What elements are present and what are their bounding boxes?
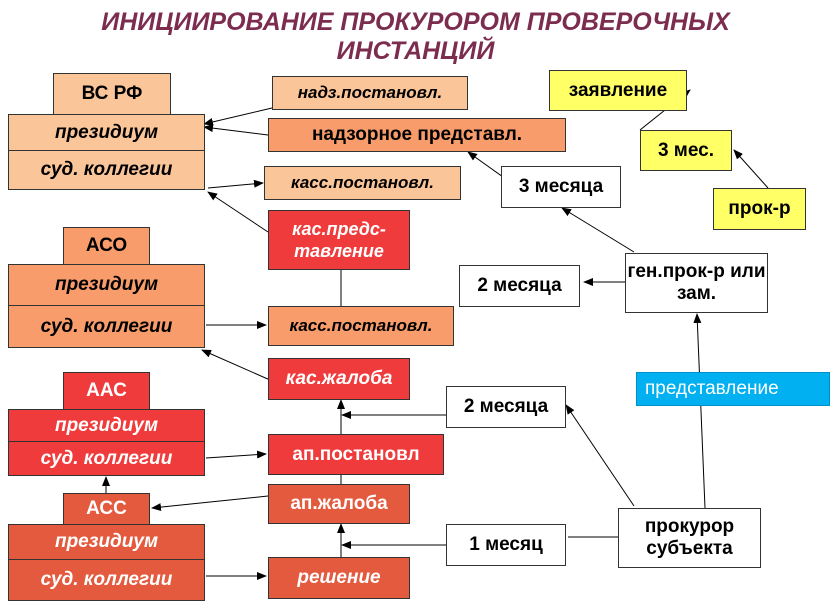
court-aas: ААС (63, 372, 150, 410)
court-vs-rf: ВС РФ (53, 73, 171, 115)
box-predstavlenie: представление (636, 372, 830, 406)
arrow-apzh-to-ass (151, 495, 269, 512)
act-kass-zhaloba: кас.жалоба (268, 358, 410, 400)
deadline-2-months-a: 2 месяца (459, 265, 580, 307)
deadline-3-months: 3 месяца (501, 166, 621, 208)
arrow-aas-to-ap (205, 450, 267, 459)
deadline-2-months-b: 2 месяца (446, 386, 566, 428)
deadline-1-month: 1 месяц (446, 524, 566, 566)
page-title-line1: ИНИЦИИРОВАНИЕ ПРОКУРОРОМ ПРОВЕРОЧНЫХ (101, 8, 730, 36)
act-nadz-postanovl: надз.постановл. (272, 76, 468, 110)
box-zayavlenie: заявление (549, 70, 687, 111)
act-ap-zhaloba: ап.жалоба (268, 484, 410, 524)
act-ap-postanovl: ап.постановл (268, 434, 444, 475)
aso-presidium: президиум (8, 264, 205, 306)
page-title-line2: ИНСТАНЦИЙ (336, 37, 495, 65)
act-reshenie: решение (268, 557, 410, 599)
act-kass-predstavlenie: кас.предс-тавление (268, 210, 410, 270)
arrow-colleges-to-kass (207, 179, 264, 189)
box-prok-r: прок-р (713, 188, 806, 230)
court-aso: АСО (63, 227, 150, 265)
aso-colleges: суд. коллегии (8, 305, 205, 348)
act-kass-postanovl-mid: касс.постановл. (268, 306, 454, 346)
box-gen-prok: ген.прок-р или зам. (625, 253, 768, 313)
vs-rf-colleges: суд. коллегии (8, 150, 205, 190)
arrow-prokr-to-3mes (733, 149, 769, 189)
arrow-kaszh-to-aso (201, 349, 271, 381)
ass-colleges: суд. коллегии (8, 559, 205, 601)
box-3-mes: 3 мес. (640, 130, 732, 171)
arrow-nadzpred-to-presidium (203, 124, 269, 136)
box-prokuror-subekta: прокурор субъекта (618, 508, 761, 568)
act-kass-postanovl-top: касс.постановл. (264, 166, 461, 200)
arrow-kaspred-to-colleges (207, 191, 269, 233)
arrow-gen-to-3months (561, 207, 635, 253)
act-nadz-predstavl: надзорное представл. (268, 118, 566, 152)
vs-rf-presidium: президиум (8, 114, 205, 151)
aas-presidium: президиум (8, 409, 205, 442)
arrow-nadz-to-presidium (203, 107, 273, 126)
arrow-prok-to-gen (693, 313, 706, 509)
arrow-prok-to-2months (565, 404, 635, 507)
court-ass: АСС (63, 493, 150, 525)
ass-presidium: президиум (8, 524, 205, 560)
aas-colleges: суд. коллегии (8, 441, 205, 476)
